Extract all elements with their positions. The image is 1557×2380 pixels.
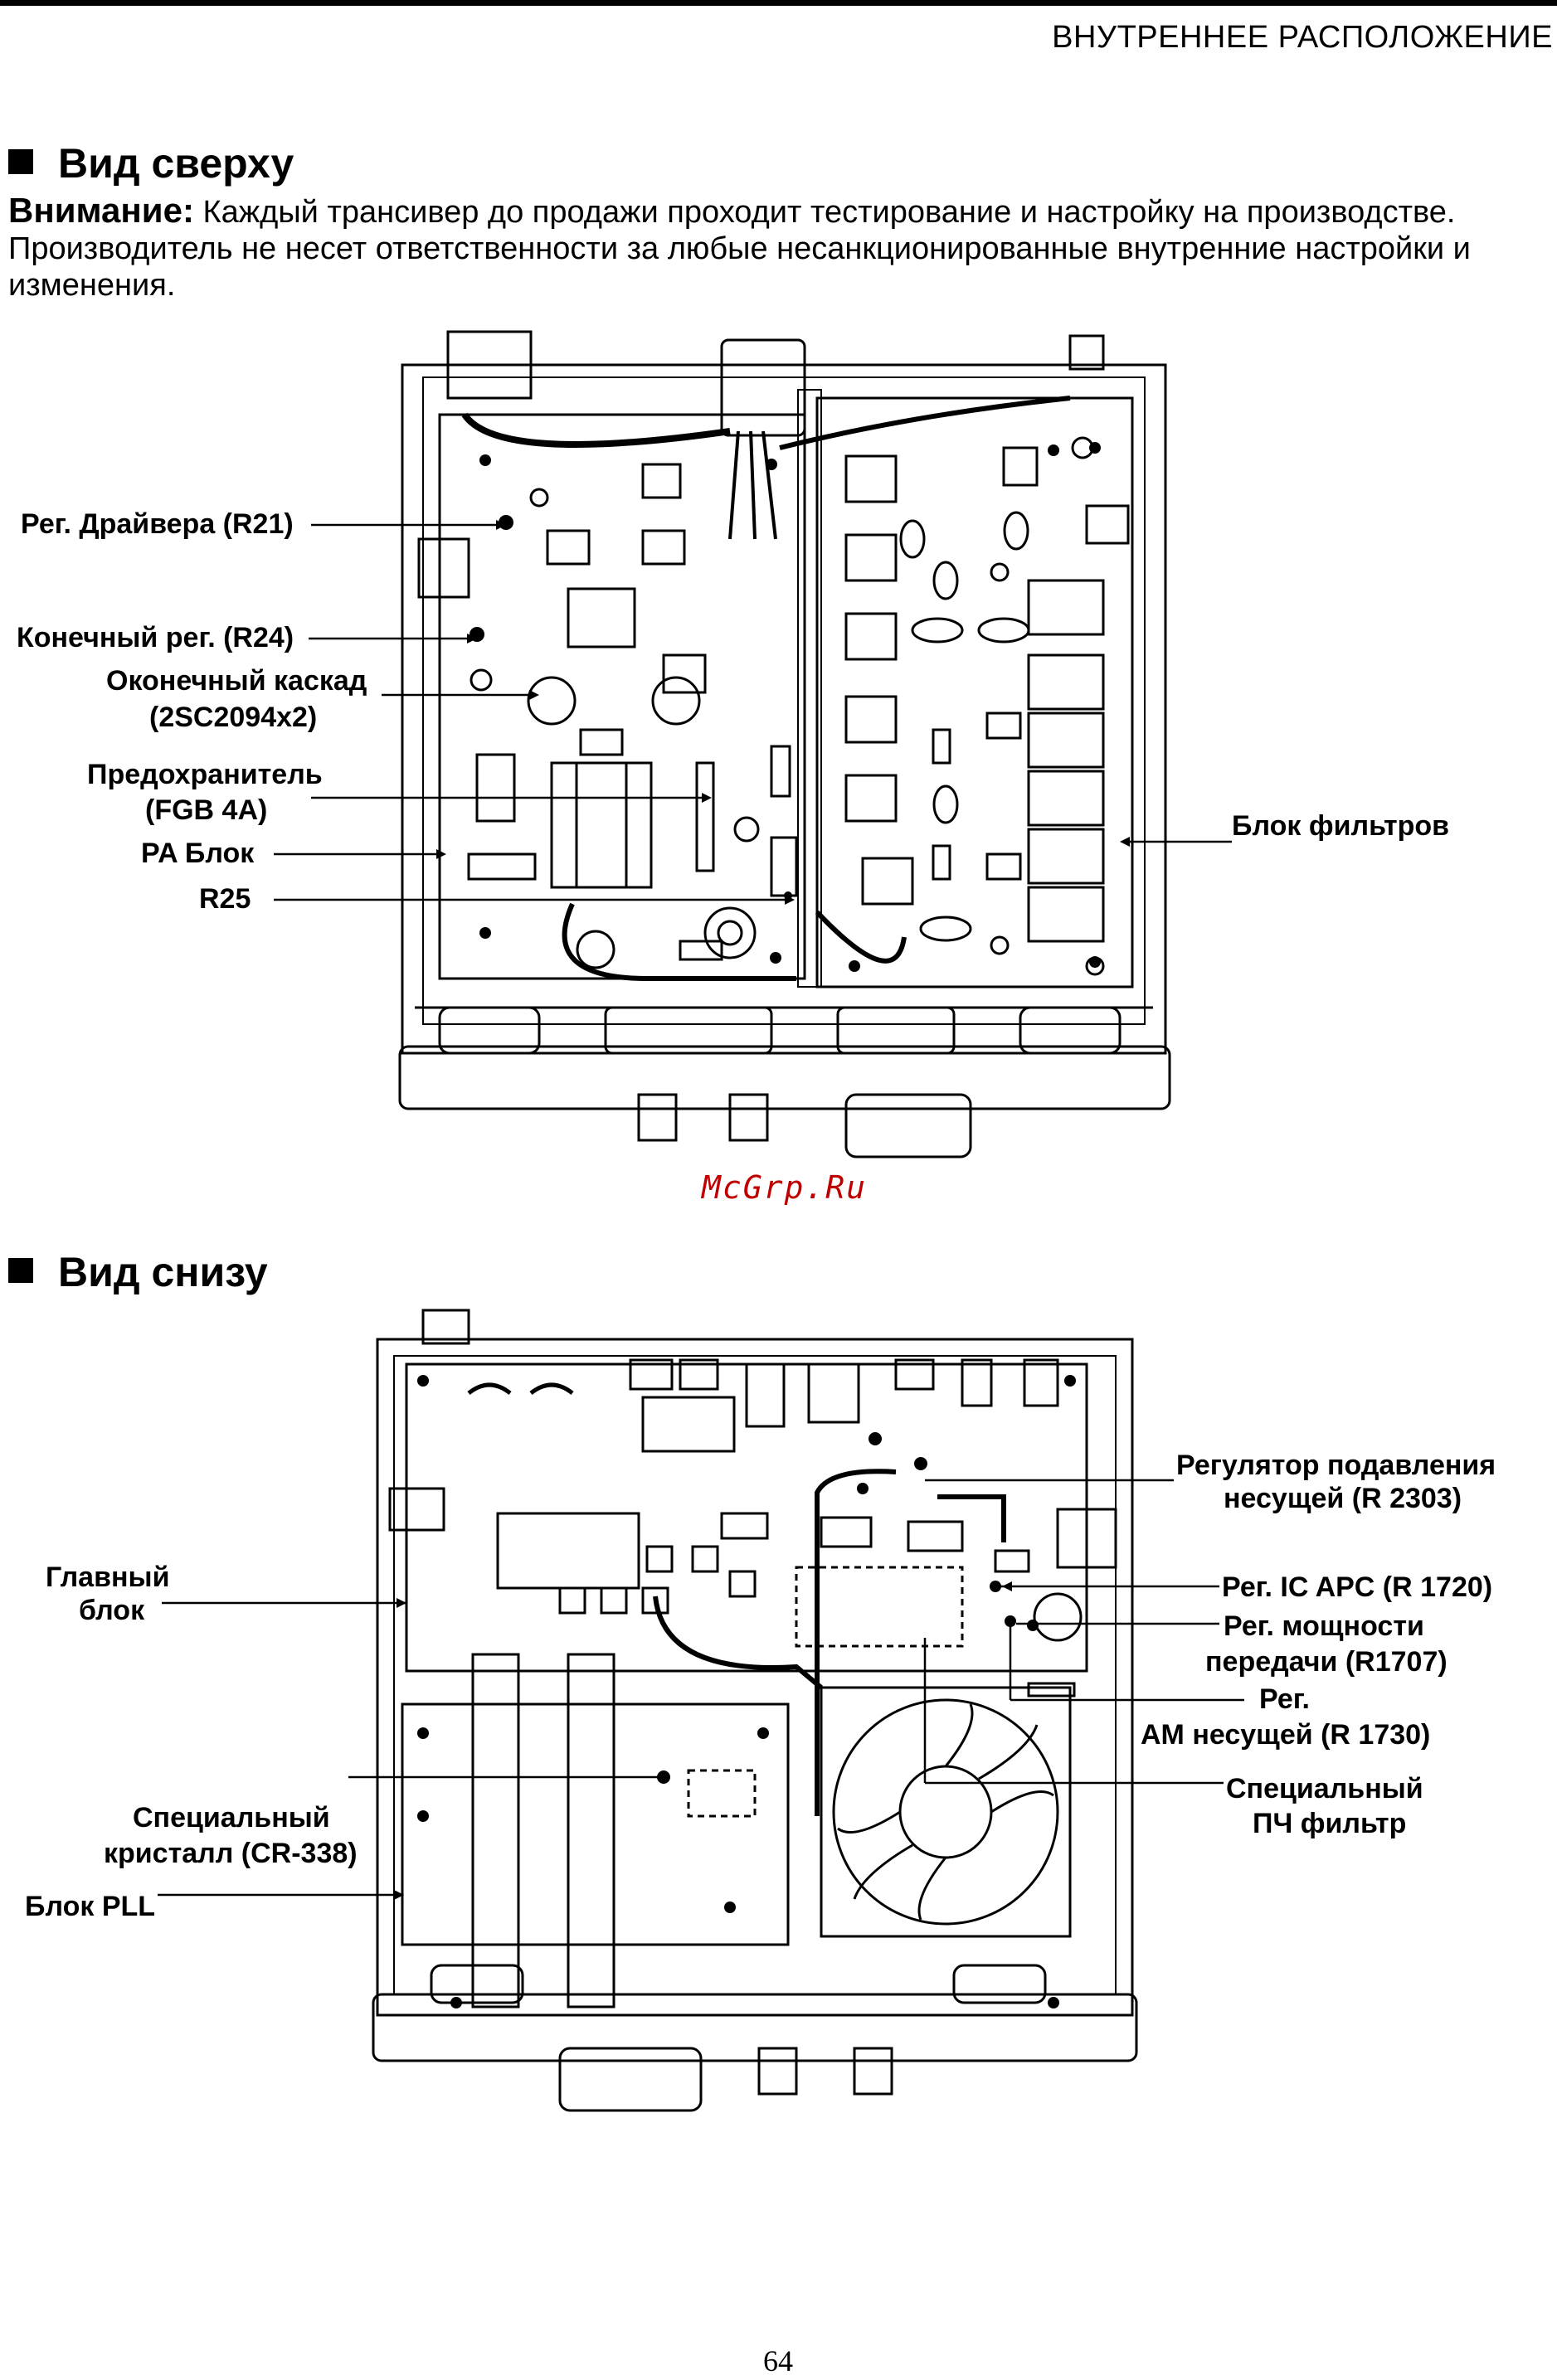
label-special-crystal-part: кристалл (CR-338) bbox=[104, 1838, 358, 1869]
label-carrier-suppression: Регулятор подавления bbox=[1176, 1450, 1496, 1481]
label-main-unit: Главный bbox=[46, 1562, 169, 1593]
section-title: Вид сверху bbox=[58, 140, 294, 187]
label-am-carrier: Рег. bbox=[1259, 1683, 1310, 1715]
top-rear-connector-left bbox=[446, 330, 533, 400]
section-title: Вид снизу bbox=[58, 1249, 268, 1295]
label-filter-unit: Блок фильтров bbox=[1232, 810, 1449, 842]
label-special-crystal: Специальный bbox=[133, 1802, 330, 1834]
label-final-reg: Конечный рег. (R24) bbox=[17, 622, 294, 653]
label-fuse-part: (FGB 4A) bbox=[145, 794, 267, 826]
label-if-filter-part: ПЧ фильтр bbox=[1253, 1808, 1406, 1839]
filter-board bbox=[815, 396, 1134, 988]
label-fuse: Предохранитель bbox=[87, 759, 323, 790]
trimmer-r1707 bbox=[1005, 1615, 1016, 1627]
trimmer-r1720 bbox=[990, 1581, 1001, 1592]
pa-board bbox=[438, 413, 806, 980]
top-chassis-outline bbox=[401, 363, 1167, 1055]
watermark: McGrp.Ru bbox=[702, 1169, 868, 1206]
cooling-fan bbox=[820, 1686, 1072, 1938]
pll-board bbox=[401, 1702, 790, 1946]
label-ic-apc: Рег. IC APC (R 1720) bbox=[1222, 1571, 1492, 1603]
bottom-front-panel bbox=[372, 1993, 1138, 2062]
label-carrier-suppression-part: несущей (R 2303) bbox=[1224, 1483, 1462, 1514]
label-final-stage: Оконечный каскад bbox=[106, 665, 367, 697]
bullet-square-icon bbox=[8, 1258, 33, 1283]
label-tx-power-part: передачи (R1707) bbox=[1205, 1646, 1448, 1678]
label-tx-power: Рег. мощности bbox=[1224, 1610, 1424, 1642]
special-crystal-outline bbox=[687, 1769, 757, 1818]
label-if-filter: Специальный bbox=[1226, 1773, 1423, 1804]
top-view-diagram: Рег. Драйвера (R21) Конечный рег. (R24) … bbox=[17, 330, 1449, 1158]
if-filter-outline bbox=[795, 1566, 964, 1648]
bullet-square-icon bbox=[8, 149, 33, 174]
transistor-left bbox=[527, 676, 577, 726]
top-rule bbox=[0, 0, 1557, 6]
section-bottom-view: Вид снизу bbox=[8, 1248, 268, 1296]
section-top-view: Вид сверху bbox=[8, 139, 294, 187]
label-driver-reg: Рег. Драйвера (R21) bbox=[21, 508, 294, 540]
notice-label: Внимание: bbox=[8, 191, 194, 230]
warning-notice: Внимание: Каждый трансивер до продажи пр… bbox=[8, 192, 1551, 304]
top-front-panel bbox=[398, 1045, 1171, 1110]
fuse bbox=[695, 761, 715, 872]
bottom-view-diagram: Главный блок Специальный кристалл (CR-33… bbox=[25, 1309, 1496, 2112]
label-pll-unit: Блок PLL bbox=[25, 1891, 155, 1922]
notice-text: Каждый трансивер до продажи проходит тес… bbox=[8, 195, 1471, 303]
page-number: 64 bbox=[763, 2344, 793, 2378]
trimmer-r2303 bbox=[914, 1457, 927, 1470]
label-main-unit-part: блок bbox=[79, 1595, 145, 1626]
page-header: ВНУТРЕННЕЕ РАСПОЛОЖЕНИЕ bbox=[1052, 20, 1553, 55]
transistor-right bbox=[651, 676, 701, 726]
label-am-carrier-part: AM несущей (R 1730) bbox=[1141, 1719, 1430, 1751]
top-rear-connector-mid bbox=[720, 338, 806, 437]
bottom-chassis-outline bbox=[376, 1338, 1134, 2017]
label-pa-unit: PA Блок bbox=[141, 838, 255, 869]
label-final-stage-part: (2SC2094x2) bbox=[149, 702, 317, 733]
trimmer-r1730 bbox=[1027, 1620, 1039, 1631]
label-r25: R25 bbox=[199, 883, 251, 915]
